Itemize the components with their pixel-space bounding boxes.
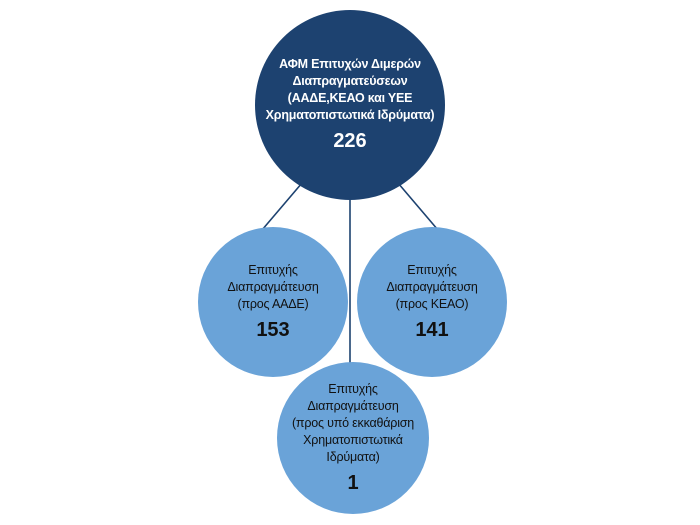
left-node-label: Επιτυχής Διαπραγμάτευση (προς ΑΑΔΕ): [227, 262, 318, 313]
right-label-line: Επιτυχής: [407, 262, 457, 277]
left-label-line: (προς ΑΑΔΕ): [237, 296, 309, 311]
left-label-line: Επιτυχής: [248, 262, 298, 277]
bottom-label-line: Διαπραγμάτευση: [307, 398, 399, 413]
bottom-label-line: Επιτυχής: [328, 381, 378, 396]
root-label-line: ΑΦΜ Επιτυχών Διμερών: [279, 57, 421, 71]
bottom-node-value: 1: [347, 471, 359, 494]
root-label-line: Χρηματοπιστωτικά Ιδρύματα): [265, 108, 435, 122]
connector-root-left: [261, 182, 303, 231]
bottom-label-line: Χρηματοπιστωτικά: [303, 432, 403, 447]
right-node-keao: Επιτυχής Διαπραγμάτευση (προς ΚΕΑΟ) 141: [357, 227, 507, 377]
right-label-line: Διαπραγμάτευση: [386, 279, 478, 294]
bottom-node-financial-institutions: Επιτυχής Διαπραγμάτευση (προς υπό εκκαθά…: [277, 362, 429, 514]
bottom-label-line: Ιδρύματα): [326, 449, 380, 464]
root-node-value: 226: [333, 130, 367, 152]
right-node-value: 141: [415, 318, 449, 341]
root-node: ΑΦΜ Επιτυχών Διμερών Διαπραγματεύσεων (Α…: [255, 10, 445, 200]
left-node-value: 153: [256, 318, 290, 341]
left-label-line: Διαπραγμάτευση: [227, 279, 319, 294]
root-label-line: (ΑΑΔΕ,ΚΕΑΟ και ΥΕΕ: [287, 91, 413, 105]
bottom-node-label: Επιτυχής Διαπραγμάτευση (προς υπό εκκαθά…: [292, 381, 414, 466]
right-label-line: (προς ΚΕΑΟ): [395, 296, 469, 311]
left-node-aade: Επιτυχής Διαπραγμάτευση (προς ΑΑΔΕ) 153: [198, 227, 348, 377]
right-node-label: Επιτυχής Διαπραγμάτευση (προς ΚΕΑΟ): [386, 262, 477, 313]
bottom-label-line: (προς υπό εκκαθάριση: [291, 415, 415, 430]
root-node-label: ΑΦΜ Επιτυχών Διμερών Διαπραγματεύσεων (Α…: [266, 56, 435, 124]
root-label-line: Διαπραγματεύσεων: [292, 74, 408, 88]
connector-root-right: [397, 182, 439, 231]
